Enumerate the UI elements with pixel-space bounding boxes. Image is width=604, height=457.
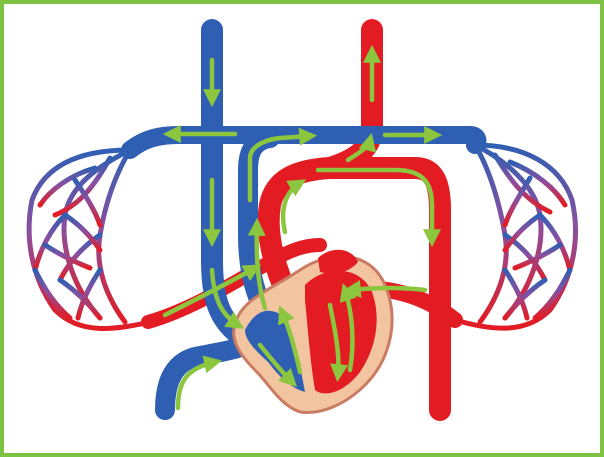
left-lung-capillaries [29,150,150,329]
arrow-icon [350,288,425,290]
arrow-icon [318,170,432,240]
right-lung-capillaries [455,145,576,328]
